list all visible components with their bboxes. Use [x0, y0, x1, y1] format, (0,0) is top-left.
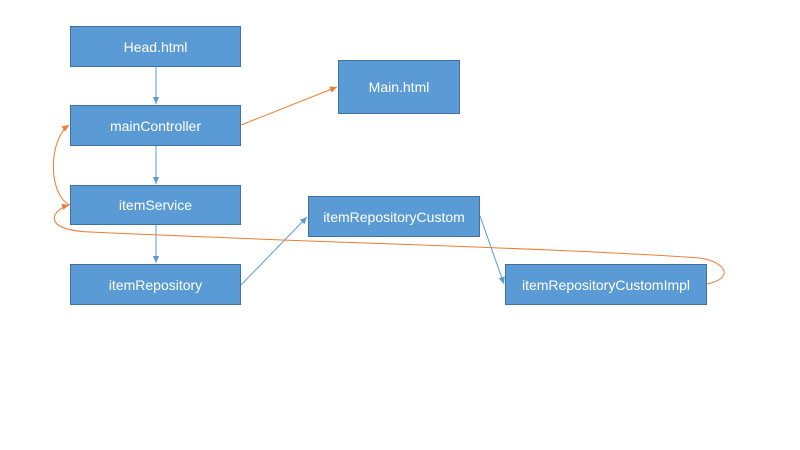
- node-label: Main.html: [368, 79, 430, 95]
- node-item-service: itemService: [70, 185, 241, 225]
- edge-itemrepository-to-itemrepositorycustom: [240, 216, 308, 286]
- node-label: itemRepositoryCustomImpl: [521, 276, 691, 293]
- node-label: Head.html: [123, 38, 188, 55]
- node-label: itemRepositoryCustom: [323, 208, 465, 225]
- node-main-html: Main.html: [338, 60, 460, 114]
- node-item-repository-custom-impl: itemRepositoryCustomImpl: [505, 264, 707, 305]
- node-item-repository-custom: itemRepositoryCustom: [308, 196, 480, 237]
- edge-itemrepositorycustomimpl-to-itemservice: [53, 203, 725, 285]
- node-item-repository: itemRepository: [70, 264, 241, 305]
- node-label: itemService: [118, 197, 193, 213]
- edge-itemservice-to-maincontroller: [52, 124, 71, 206]
- node-head-html: Head.html: [70, 26, 241, 67]
- edge-maincontroller-to-main: [240, 86, 338, 126]
- node-label: mainController: [109, 117, 202, 134]
- edge-itemrepositorycustom-to-itemrepositorycustomimpl: [479, 215, 505, 285]
- node-main-controller: mainController: [70, 105, 241, 146]
- node-label: itemRepository: [108, 276, 203, 293]
